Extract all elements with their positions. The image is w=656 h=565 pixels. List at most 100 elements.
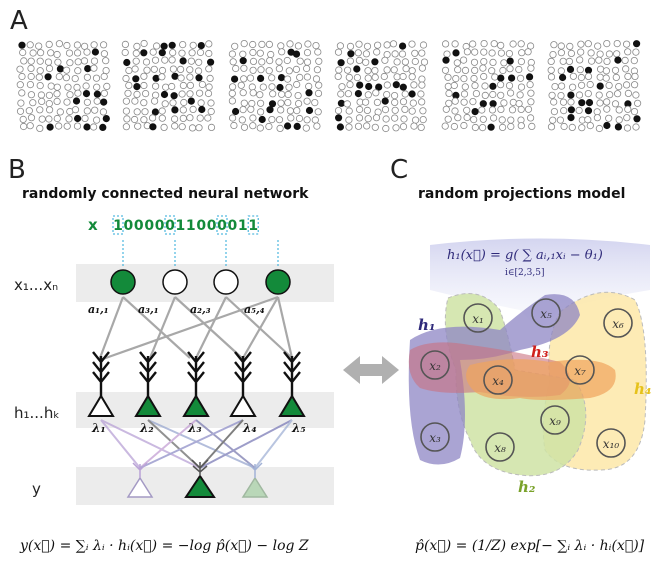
active-neuron (371, 58, 379, 66)
silent-neuron (305, 82, 313, 91)
silent-neuron (560, 107, 568, 115)
variable-node-5: x₅ (531, 298, 561, 328)
active-neuron (283, 122, 292, 130)
silent-neuron (578, 124, 586, 132)
silent-neuron (517, 57, 526, 66)
variable-node-9: x₉ (540, 405, 570, 435)
label-h3: h₃ (531, 343, 549, 361)
silent-neuron (140, 81, 148, 90)
silent-neuron (595, 56, 603, 64)
silent-neuron (373, 98, 381, 107)
silent-neuron (314, 89, 323, 98)
silent-neuron (409, 99, 417, 107)
svg-text:x₃: x₃ (429, 431, 441, 445)
silent-neuron (65, 115, 73, 123)
silent-neuron (294, 42, 302, 50)
silent-neuron (168, 56, 176, 64)
silent-neuron (500, 59, 508, 67)
silent-neuron (557, 67, 565, 75)
svg-text:x₂: x₂ (429, 359, 441, 373)
svg-text:x₉: x₉ (549, 414, 561, 428)
silent-neuron (45, 64, 54, 73)
silent-neuron (547, 123, 556, 131)
silent-neuron (391, 106, 399, 114)
input-bit: 0 (207, 218, 217, 234)
silent-neuron (195, 58, 203, 66)
spike-raster-5 (441, 39, 536, 132)
silent-neuron (343, 100, 351, 108)
silent-neuron (567, 98, 575, 106)
silent-neuron (393, 58, 401, 66)
silent-neuron (454, 66, 462, 74)
silent-neuron (450, 81, 458, 90)
active-neuron (337, 99, 345, 107)
silent-neuron (237, 81, 245, 89)
silent-neuron (526, 42, 535, 50)
silent-neuron (90, 57, 99, 65)
selected-bit-box (247, 215, 259, 235)
silent-neuron (82, 82, 90, 90)
silent-neuron (26, 122, 34, 130)
silent-neuron (47, 49, 55, 57)
double-arrow-icon (343, 356, 399, 384)
svg-text:x₁: x₁ (472, 312, 484, 326)
silent-neuron (624, 89, 633, 98)
active-neuron (149, 123, 157, 131)
silent-neuron (169, 48, 177, 57)
silent-neuron (142, 58, 151, 66)
silent-neuron (469, 40, 477, 48)
svg-text:x₄: x₄ (492, 374, 504, 388)
silent-neuron (577, 81, 586, 89)
silent-neuron (179, 106, 187, 114)
silent-neuron (19, 48, 27, 57)
input-node-3 (213, 269, 239, 295)
silent-neuron (420, 58, 429, 66)
silent-neuron (186, 66, 194, 74)
active-neuron (74, 114, 82, 123)
silent-neuron (506, 65, 514, 73)
silent-neuron (248, 99, 256, 108)
silent-neuron (518, 49, 526, 57)
silent-neuron (296, 73, 304, 82)
silent-neuron (559, 98, 568, 106)
active-neuron (56, 65, 65, 73)
silent-neuron (624, 48, 632, 56)
silent-neuron (584, 90, 592, 98)
active-neuron (231, 75, 239, 83)
silent-neuron (408, 67, 416, 75)
output-neuron-3 (241, 476, 269, 498)
panel-c-letter: C (390, 155, 409, 185)
active-neuron (566, 65, 575, 74)
svg-text:x₇: x₇ (574, 364, 586, 378)
silent-neuron (516, 91, 524, 99)
active-neuron (72, 97, 81, 105)
silent-neuron (158, 66, 167, 75)
projection-equation: p̂(x⃗) = (1/Z) exp[− ∑ᵢ λᵢ · hᵢ(x⃗)] (415, 538, 645, 554)
silent-neuron (497, 91, 505, 99)
silent-neuron (35, 42, 43, 50)
silent-neuron (36, 57, 44, 65)
silent-neuron (229, 114, 237, 122)
silent-neuron (584, 40, 592, 48)
silent-neuron (277, 99, 285, 107)
silent-neuron (37, 91, 46, 99)
region-h1 (408, 294, 580, 465)
silent-neuron (338, 83, 346, 91)
silent-neuron (622, 40, 631, 48)
active-neuron (160, 90, 169, 99)
silent-neuron (313, 122, 321, 130)
label-h1: h₁ (418, 316, 435, 334)
network-equation: y(x⃗) = ∑ᵢ λᵢ · hᵢ(x⃗) = −log p̂(x⃗) − l… (19, 538, 309, 554)
silent-neuron (100, 41, 108, 49)
silent-neuron (463, 48, 471, 56)
active-neuron (614, 56, 622, 64)
silent-neuron (100, 50, 109, 58)
active-neuron (487, 123, 495, 131)
silent-neuron (364, 115, 372, 123)
silent-neuron (631, 72, 639, 81)
silent-neuron (508, 106, 517, 114)
silent-neuron (45, 100, 53, 108)
silent-neuron (63, 98, 71, 106)
output-neuron-1 (126, 476, 154, 498)
silent-neuron (149, 114, 157, 122)
